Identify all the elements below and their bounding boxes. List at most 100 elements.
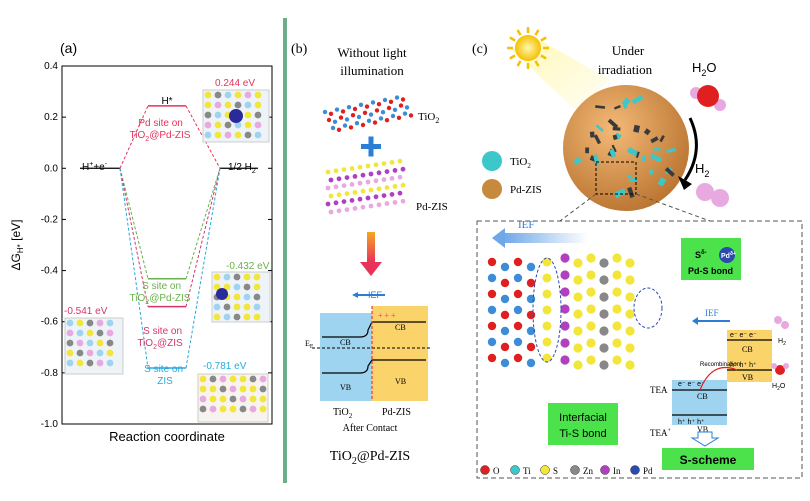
tio2-label: TiO2 (418, 111, 439, 125)
s-site-tio2-zis-label: S site on TiO2@ZIS (137, 326, 185, 351)
panel-c: (c) Under irradiation H2O H2 (472, 27, 803, 479)
end-state-label: 1/2 H2 (228, 162, 256, 175)
y-axis-label: ΔGH* [eV] (9, 220, 25, 271)
svg-text:TiO2: TiO2 (510, 156, 531, 170)
connector-left-2 (119, 168, 149, 307)
pd-site-label: Pd site on TiO2@Pd-ZIS (130, 118, 191, 143)
pdzis-legend: Pd-ZIS (482, 179, 542, 199)
s-site-zis-structure-image (197, 373, 269, 423)
catalyst-sphere-image (563, 85, 689, 211)
svg-text:h⁺ h⁺ h⁺: h⁺ h⁺ h⁺ (678, 419, 705, 426)
y-tick-label: -1.0 (41, 419, 59, 430)
atom-legend-pd: Pd (630, 465, 653, 476)
interfacial-line2: Ti-S bond (559, 428, 606, 440)
plus-icon (361, 136, 381, 157)
x-axis-label: Reaction coordinate (109, 429, 225, 444)
pdzis-cb-label: CB (395, 323, 406, 332)
hollow-down-arrow-icon (690, 431, 720, 447)
h2o-label: H2O (692, 60, 717, 78)
h2-label: H2 (695, 161, 709, 179)
fermi-level-label: EF (305, 339, 314, 350)
pdzis-band-box (372, 306, 428, 401)
connector-left-3 (119, 168, 149, 369)
panel-b-label: (b) (291, 42, 308, 57)
h2o-small-icon (771, 363, 789, 375)
h2-small-label: H2 (778, 338, 786, 347)
atom-legend-label: Pd (643, 466, 653, 476)
svg-text:e⁻ e⁻ e⁻: e⁻ e⁻ e⁻ (730, 332, 757, 339)
down-arrow-icon (360, 232, 382, 276)
connector-right-1 (185, 168, 221, 279)
y-tick-label: -0.6 (41, 317, 59, 328)
tio2-vb-label: VB (340, 383, 351, 392)
atom-legend-label: O (493, 466, 500, 476)
atom-legend: O Ti S Zn In Pd (480, 465, 653, 476)
atom-legend-s: S (540, 465, 558, 476)
s-zis-value-label: -0.781 eV (203, 361, 247, 372)
connector-left-0 (119, 105, 149, 169)
after-contact-label: After Contact (343, 423, 398, 434)
svg-text:h⁺ h⁺ h⁺: h⁺ h⁺ h⁺ (730, 362, 757, 369)
sun-icon (507, 27, 610, 110)
s-site-zis-label: S site on ZIS (144, 364, 186, 387)
pdzis-label: Pd-ZIS (416, 201, 448, 213)
ief-small-label: IEF (705, 308, 719, 318)
panel-a-chart: (a) 0.40.20.0-0.2-0.4-0.6-0.8-1.0 ΔGH* [… (9, 40, 273, 444)
atom-legend-label: Zn (583, 466, 593, 476)
interfacial-line1: Interfacial (559, 412, 607, 424)
s-site-pdzis-structure-image (211, 271, 271, 323)
h2o-small-label: H2O (772, 383, 786, 392)
panel-b-title-line2: illumination (340, 63, 404, 78)
atom-legend-in: In (600, 465, 621, 476)
s-tio2-value-label: -0.541 eV (64, 306, 108, 317)
svg-text:e⁻ e⁻ e⁻: e⁻ e⁻ e⁻ (678, 381, 705, 388)
h2-molecule-icon (696, 183, 729, 207)
connector-right-2 (185, 168, 221, 307)
tio2-lattice-image (322, 95, 414, 132)
s-scheme-band-diagram: e⁻ e⁻ e⁻ e⁻ e⁻ e⁻ h⁺ h⁺ h⁺ h⁺ h⁺ h⁺ CB V… (672, 330, 772, 434)
tea-plus-label: TEA+ (650, 428, 672, 438)
panel-c-label: (c) (472, 42, 488, 57)
panel-separator (283, 18, 287, 483)
band-diagram-after-contact: IEF CB VB CB VB EF + + + (305, 290, 430, 401)
energy-levels (80, 105, 258, 369)
svg-text:Pdδ+: Pdδ+ (721, 251, 736, 260)
y-tick-label: 0.4 (44, 61, 58, 72)
pd-value-label: 0.244 eV (215, 78, 255, 89)
atom-legend-ti: Ti (510, 465, 531, 476)
y-tick-label: -0.8 (41, 368, 59, 379)
atom-legend-label: S (553, 466, 558, 476)
s-scheme-box (662, 448, 754, 470)
svg-text:Sδ-: Sδ- (695, 250, 707, 260)
interface-charges: + + + (378, 311, 396, 320)
ief-top-arrow-icon: IEF (492, 219, 588, 248)
panel-a-label: (a) (60, 40, 77, 56)
y-tick-label: -0.2 (41, 214, 59, 225)
bottom-tio2-label: TiO2 (333, 407, 353, 420)
y-axis: 0.40.20.0-0.2-0.4-0.6-0.8-1.0 (41, 61, 272, 430)
pd-site-structure-image (202, 89, 270, 143)
mid-state-label: H* (161, 96, 172, 107)
plot-frame (61, 65, 273, 425)
pdzis-vb-c: VB (742, 373, 753, 382)
y-tick-label: 0.0 (44, 163, 58, 174)
tio2-cb-c: CB (697, 392, 708, 401)
panel-b-title-line1: Without light (337, 45, 407, 60)
tio2-band-box (320, 313, 372, 401)
bottom-pdzis-label: Pd-ZIS (382, 407, 411, 418)
s-pdzis-value-label: -0.432 eV (226, 261, 270, 272)
tio2-cb-label: CB (340, 338, 351, 347)
pd-s-bond-box: Sδ- Pdδ+ Pd-S bond (681, 238, 741, 280)
reaction-arrow-icon (683, 117, 698, 181)
atom-legend-label: In (613, 466, 621, 476)
connector-right-3 (185, 168, 221, 369)
atom-legend-o: O (480, 465, 500, 476)
under-irradiation-line2: irradiation (598, 62, 653, 77)
h2o-molecule-icon (690, 85, 726, 111)
tio2-legend: TiO2 (482, 151, 531, 171)
connector-left-1 (119, 168, 149, 279)
pd-s-bond-label: Pd-S bond (688, 266, 733, 276)
pdzis-vb-label: VB (395, 377, 406, 386)
atom-legend-label: Ti (523, 466, 531, 476)
